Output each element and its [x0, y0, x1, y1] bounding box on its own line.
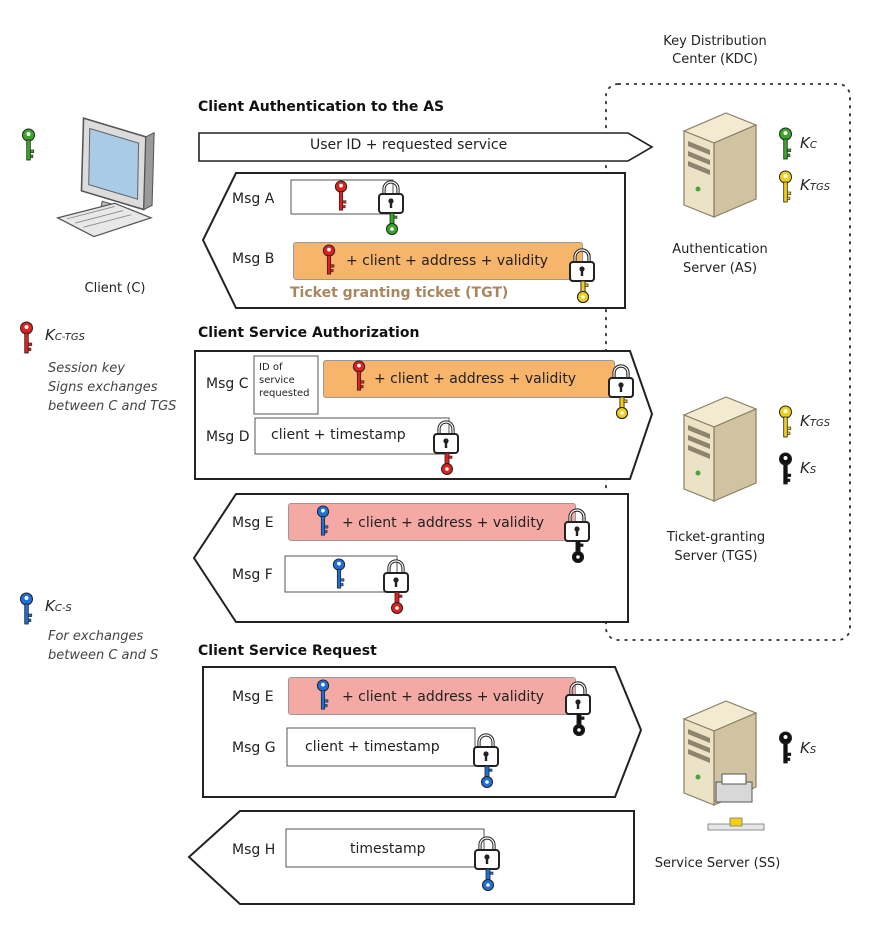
msg-c-ticket-key-icon	[352, 360, 366, 391]
msg-c-id-box	[253, 355, 319, 415]
msg-e-ticket-lock-icon	[563, 508, 591, 542]
msg-b-text: + client + address + validity	[346, 253, 549, 269]
msg-c-label: Msg C	[206, 376, 249, 392]
msg-h-label: Msg H	[232, 842, 276, 858]
msg-c-ticket-lock-key-icon	[616, 397, 628, 419]
kc-label: KC	[800, 134, 817, 152]
msg-e2-ticket-lock-key-icon	[573, 714, 585, 736]
printer-icon	[707, 773, 765, 831]
kctgs-label: KC-TGS	[45, 326, 85, 344]
msg-d-label: Msg D	[206, 429, 250, 445]
ss-server-label: Service Server (SS)	[654, 856, 781, 871]
cs-key-note-line2: between C and S	[48, 648, 159, 663]
msg-e-text: + client + address + validity	[342, 515, 545, 531]
as-server-label-line1: Authentication	[672, 242, 768, 257]
msg-h-text: timestamp	[350, 841, 426, 857]
ktgs-label-as: KTGS	[800, 176, 831, 194]
msg-c-id-line2: service	[259, 375, 295, 386]
msg-e-ticket-lock-key-icon	[572, 541, 584, 563]
msg-b-ticket-lock-icon	[568, 248, 596, 282]
request-arrow-shape	[198, 132, 654, 162]
msg-b-ticket-key-icon	[322, 244, 336, 275]
session-key-note-line2: Signs exchanges	[48, 380, 158, 395]
msg-e2-ticket-lock-icon	[564, 681, 592, 715]
msg-e2-text: + client + address + validity	[342, 689, 545, 705]
session-key-note-line3: between C and TGS	[48, 399, 177, 414]
msg-g-text: client + timestamp	[305, 739, 440, 755]
kdc-title-line2: Center (KDC)	[672, 52, 758, 67]
msg-b-ticket-lock-key-icon	[577, 281, 589, 303]
msg-c-ticket	[323, 360, 615, 398]
section-title-ss: Client Service Request	[198, 643, 377, 659]
kdc-region	[605, 83, 851, 641]
msg-e-ticket-key-icon	[316, 505, 330, 536]
ks-label-tgs: KS	[800, 459, 817, 477]
msg-b-label: Msg B	[232, 251, 275, 267]
client-label: Client (C)	[84, 281, 146, 296]
msg-e-ticket	[288, 503, 576, 541]
msg-f-label: Msg F	[232, 567, 273, 583]
msg-g-label: Msg G	[232, 740, 276, 756]
msg-c-text: + client + address + validity	[374, 371, 577, 387]
as-server-label-line2: Server (AS)	[682, 261, 758, 276]
session-key-note-line1: Session key	[48, 361, 125, 376]
request-arrow-label: User ID + requested service	[310, 137, 508, 153]
msg-a-label: Msg A	[232, 191, 275, 207]
tgt-label: Ticket granting ticket (TGT)	[290, 285, 509, 301]
kdc-title-line1: Key Distribution	[663, 34, 767, 49]
ktgs-label-tgs: KTGS	[800, 412, 831, 430]
msg-e2-ticket	[288, 677, 576, 715]
cs-key-note-line1: For exchanges	[48, 629, 144, 644]
msg-e2-label: Msg E	[232, 689, 274, 705]
msg-d-text: client + timestamp	[271, 427, 406, 443]
section-title-tgs: Client Service Authorization	[198, 325, 420, 341]
msg-e-label: Msg E	[232, 515, 274, 531]
tgs-server-label-line2: Server (TGS)	[674, 549, 758, 564]
msg-g-box	[286, 727, 476, 767]
msg-h-box	[285, 828, 485, 868]
msg-c-id-line3: requested	[259, 388, 310, 399]
section-title-as: Client Authentication to the AS	[198, 99, 445, 115]
msg-e2-ticket-key-icon	[316, 679, 330, 710]
kcs-label: KC-S	[45, 597, 72, 615]
msg-c-id-line1: ID of	[259, 362, 283, 373]
tgs-server-label-line1: Ticket-granting	[666, 530, 766, 545]
ks-label-ss: KS	[800, 739, 817, 757]
msg-b-ticket	[293, 242, 583, 280]
msg-c-ticket-lock-icon	[607, 364, 635, 398]
